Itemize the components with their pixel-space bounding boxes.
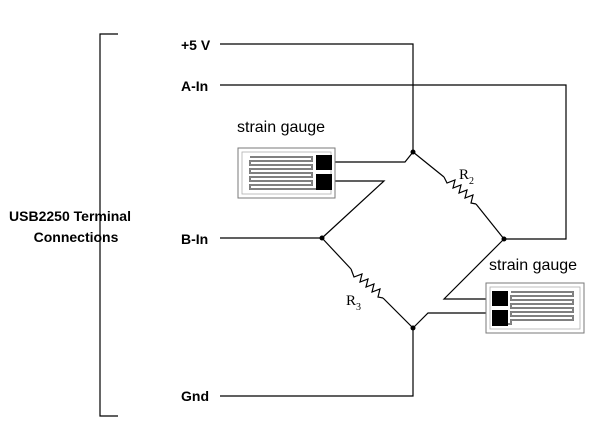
- wire-r3-to-bottom: [382, 297, 414, 329]
- wire-left-to-r3: [321, 237, 352, 270]
- svg-text:3: 3: [356, 302, 361, 313]
- strain-gauge-bottom-label: strain gauge: [489, 257, 577, 274]
- strain-gauge-top: [237, 147, 336, 199]
- terminal-label-b-in: B-In: [181, 231, 208, 247]
- svg-text:R: R: [459, 167, 469, 183]
- wire-r2-to-right: [475, 203, 505, 240]
- wire-gauge-top-upper: [330, 151, 414, 163]
- node-bottom: [410, 325, 416, 331]
- terminal-label-plus5v: +5 V: [181, 37, 211, 53]
- terminal-block-title-line2: Connections: [34, 229, 119, 245]
- resistor-r2: [443, 176, 477, 205]
- wire-gnd: [220, 328, 414, 397]
- wire-gauge-top-lower: [321, 180, 386, 239]
- wire-a-in: [220, 84, 567, 240]
- svg-text:2: 2: [469, 176, 474, 187]
- resistor-r2-label: R 2: [459, 167, 474, 187]
- terminal-label-gnd: Gnd: [181, 388, 209, 404]
- wire-top-to-r2: [412, 151, 445, 178]
- wire-gauge-bottom-upper: [442, 238, 505, 300]
- svg-text:R: R: [346, 293, 356, 309]
- strain-gauge-bottom: [485, 282, 585, 334]
- node-top: [410, 149, 416, 155]
- terminal-block-title-line1: USB2250 Terminal: [9, 208, 131, 224]
- strain-gauge-top-label: strain gauge: [237, 119, 325, 136]
- resistor-r3-label: R 3: [346, 293, 361, 313]
- wire-plus5v: [220, 43, 414, 152]
- node-right: [501, 236, 507, 242]
- wire-gauge-bottom-lower: [412, 312, 500, 329]
- terminal-bracket: [99, 33, 118, 417]
- node-left: [319, 235, 325, 241]
- resistor-r3: [350, 268, 384, 299]
- terminal-label-a-in: A-In: [181, 78, 208, 94]
